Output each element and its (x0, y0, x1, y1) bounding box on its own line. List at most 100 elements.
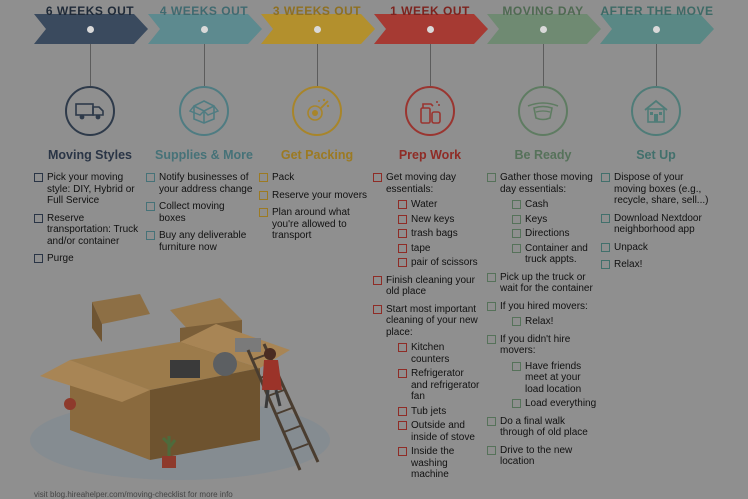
sub-checklist-item[interactable]: Load everything (512, 398, 597, 410)
checkbox[interactable] (398, 406, 407, 416)
checkbox[interactable] (398, 421, 407, 430)
sub-checklist-item[interactable]: Refrigerator and refrigerator fan (398, 368, 481, 403)
checklist-item[interactable]: Reserve your movers (259, 190, 369, 202)
checkbox[interactable] (398, 369, 407, 378)
checkbox[interactable] (34, 254, 43, 263)
stage-title-5: MOVING DAY (502, 4, 584, 18)
checkbox[interactable] (512, 399, 521, 408)
checklist-item[interactable]: If you didn't hire movers: Have friends … (487, 334, 597, 410)
fanny-pack-icon (518, 86, 568, 136)
checkbox[interactable] (259, 208, 268, 217)
connector-line-3 (317, 44, 318, 86)
stage-title-1: 6 WEEKS OUT (45, 4, 135, 18)
checkbox[interactable] (146, 202, 155, 211)
checklist-item[interactable]: Gather those moving day essentials: Cash… (487, 172, 597, 266)
checkbox[interactable] (512, 317, 521, 326)
checkbox[interactable] (398, 258, 407, 267)
checkbox[interactable] (259, 190, 268, 200)
checkbox[interactable] (601, 242, 610, 252)
checklist-item[interactable]: Relax! (601, 259, 711, 271)
checkbox[interactable] (373, 173, 382, 182)
sub-checklist-item[interactable]: pair of scissors (398, 257, 481, 269)
checkbox[interactable] (512, 200, 521, 209)
connector-line-2 (204, 44, 205, 86)
sub-checklist-item[interactable]: Relax! (512, 316, 597, 328)
timeline-dot-6 (653, 26, 660, 33)
sub-checklist-item[interactable]: Tub jets (398, 406, 481, 418)
checklist-item-label: Reserve your movers (272, 189, 368, 201)
sub-checklist-item[interactable]: Directions (512, 228, 597, 240)
sub-checklist: Relax! (500, 316, 597, 328)
sub-checklist-item[interactable]: Cash (512, 199, 597, 211)
checkbox[interactable] (487, 416, 496, 426)
checklist-item-label: Outside and inside of stove (411, 420, 475, 443)
sub-checklist-item[interactable]: Have friends meet at your load location (512, 361, 597, 396)
checklist-item[interactable]: Plan around what you're allowed to trans… (259, 207, 369, 242)
checkbox[interactable] (398, 229, 407, 238)
checkbox[interactable] (259, 173, 268, 182)
checklist-item[interactable]: Get moving day essentials: Water New key… (373, 172, 481, 269)
checklist-item[interactable]: Download Nextdoor neighborhood app (601, 213, 711, 236)
checklist-item-label: If you hired movers: (500, 300, 588, 312)
checkbox[interactable] (601, 213, 610, 223)
checkbox[interactable] (398, 243, 407, 253)
checklist-item-label: Download Nextdoor neighborhood app (614, 212, 702, 236)
checkbox[interactable] (487, 445, 496, 455)
checklist-item[interactable]: Reserve transportation: Truck and/or con… (34, 213, 142, 248)
checklist-item-label: Container and truck appts. (525, 242, 588, 266)
checkbox[interactable] (398, 447, 407, 456)
checkbox[interactable] (373, 304, 382, 314)
checklist-item[interactable]: Dispose of your moving boxes (e.g., recy… (601, 172, 711, 207)
checklist-item[interactable]: Start most important cleaning of your ne… (373, 304, 481, 481)
column-title-moving-styles: Moving Styles (47, 148, 133, 162)
checkbox[interactable] (512, 229, 521, 238)
checklist-item[interactable]: Unpack (601, 242, 711, 254)
checkbox[interactable] (487, 173, 496, 182)
checklist-item-label: Dispose of your moving boxes (e.g., recy… (614, 172, 709, 206)
moving-styles-list: Pick your moving style: DIY, Hybrid or F… (34, 172, 142, 271)
sub-checklist-item[interactable]: New keys (398, 214, 481, 226)
checklist-item[interactable]: Finish cleaning your old place (373, 275, 481, 298)
checklist-item[interactable]: Pick your moving style: DIY, Hybrid or F… (34, 172, 142, 207)
sub-checklist-item[interactable]: Inside the washing machine (398, 446, 481, 481)
checkbox[interactable] (487, 334, 496, 344)
checkbox[interactable] (487, 301, 496, 311)
checkbox[interactable] (146, 173, 155, 182)
checklist-item[interactable]: Drive to the new location (487, 445, 597, 468)
checklist-item-label: Plan around what you're allowed to trans… (272, 207, 350, 241)
checklist-item[interactable]: Do a final walk through of old place (487, 416, 597, 439)
checklist-item[interactable]: Buy any deliverable furniture now (146, 230, 254, 253)
sub-checklist-item[interactable]: Outside and inside of stove (398, 420, 481, 443)
sub-checklist-item[interactable]: tape (398, 243, 481, 255)
checkbox[interactable] (512, 361, 521, 371)
checklist-item[interactable]: Notify businesses of your address change (146, 172, 254, 195)
checkbox[interactable] (487, 272, 496, 282)
set-up-list: Dispose of your moving boxes (e.g., recy… (601, 172, 711, 277)
checkbox[interactable] (398, 343, 407, 352)
checkbox[interactable] (512, 214, 521, 224)
cleaning-spray-icon (405, 86, 455, 136)
checkbox[interactable] (373, 275, 382, 285)
checkbox[interactable] (601, 260, 610, 269)
checkbox[interactable] (146, 231, 155, 240)
stage-title-2: 4 WEEKS OUT (159, 4, 249, 18)
sub-checklist-item[interactable]: Kitchen counters (398, 342, 481, 365)
be-ready-list: Gather those moving day essentials: Cash… (487, 172, 597, 474)
sub-checklist-item[interactable]: Water (398, 199, 481, 211)
checklist-item[interactable]: Pick up the truck or wait for the contai… (487, 272, 597, 295)
checkbox[interactable] (398, 200, 407, 209)
connector-line-1 (90, 44, 91, 86)
checklist-item[interactable]: Collect moving boxes (146, 201, 254, 224)
checkbox[interactable] (34, 173, 43, 182)
checklist-item[interactable]: Purge (34, 253, 142, 265)
sub-checklist-item[interactable]: trash bags (398, 228, 481, 240)
checkbox[interactable] (512, 243, 521, 253)
checkbox[interactable] (601, 173, 610, 182)
sub-checklist-item[interactable]: Container and truck appts. (512, 243, 597, 266)
sub-checklist: Have friends meet at your load location … (500, 361, 597, 410)
sub-checklist-item[interactable]: Keys (512, 214, 597, 226)
checklist-item[interactable]: Pack (259, 172, 369, 184)
checkbox[interactable] (34, 213, 43, 223)
checkbox[interactable] (398, 214, 407, 224)
checklist-item[interactable]: If you hired movers: Relax! (487, 301, 597, 328)
